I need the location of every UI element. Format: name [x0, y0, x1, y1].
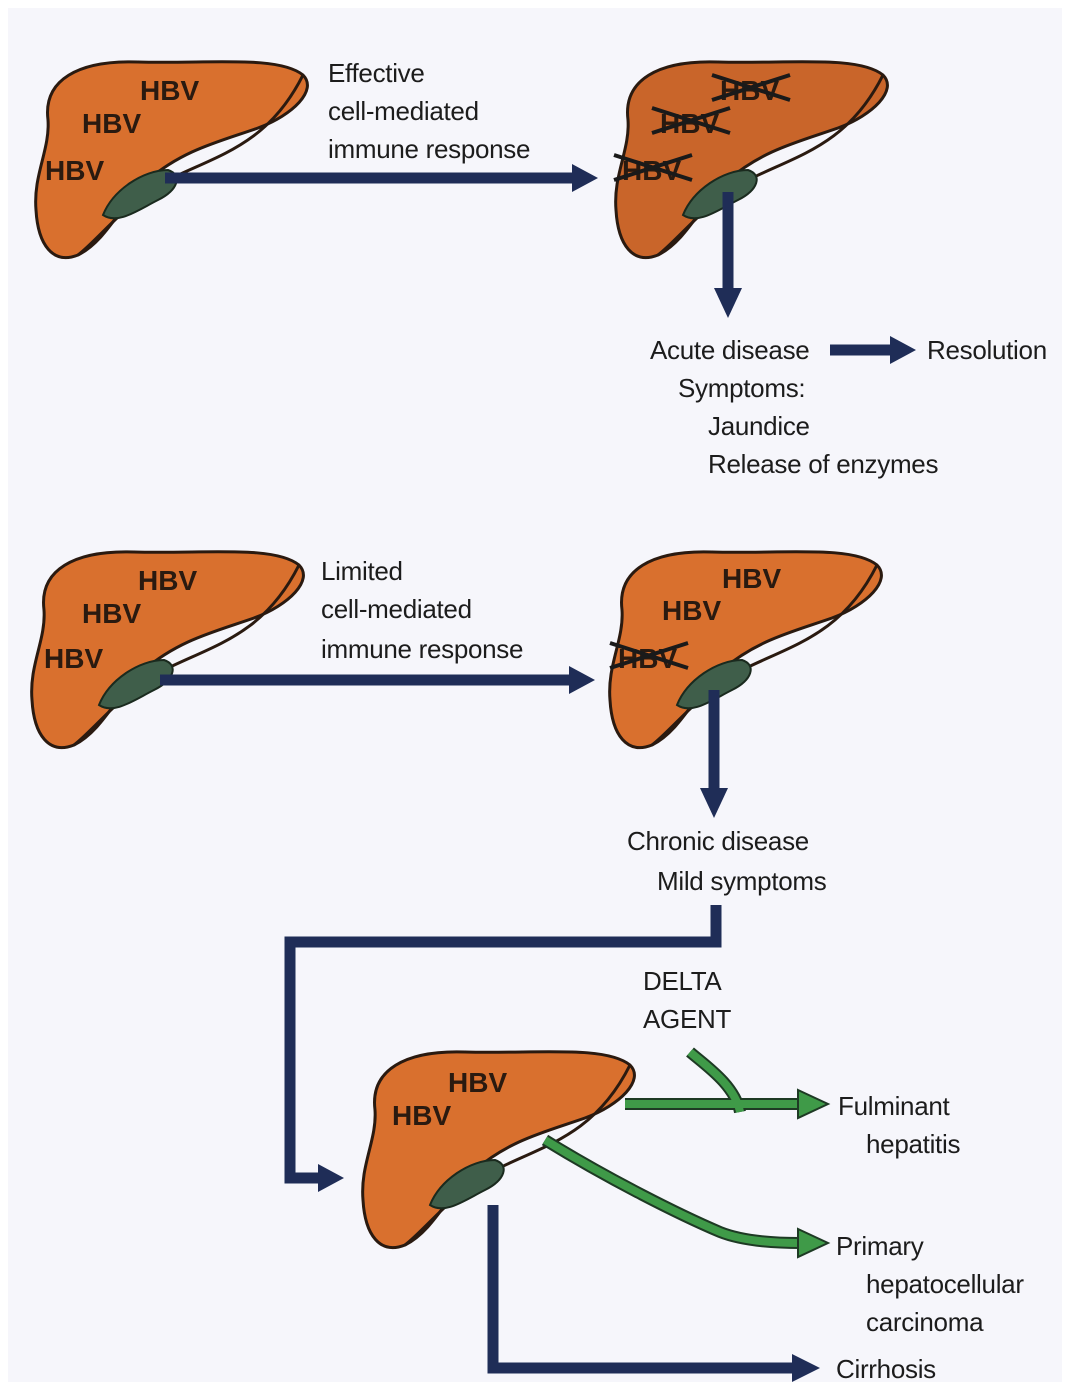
- hbv-label: HBV: [392, 1100, 451, 1131]
- fulminant-line-2: hepatitis: [866, 1125, 960, 1163]
- hbv-label: HBV: [82, 598, 141, 629]
- fulminant-line-1: Fulminant: [838, 1087, 949, 1125]
- arrowhead: [318, 1164, 344, 1192]
- arrowhead: [792, 1354, 820, 1382]
- carcinoma-line-2: hepatocellular: [866, 1265, 1024, 1303]
- arrowhead: [798, 1229, 828, 1257]
- hbv-label: HBV: [140, 75, 199, 106]
- hbv-label: HBV: [662, 595, 721, 626]
- limited-line-3: immune response: [321, 630, 523, 668]
- hbv-label: HBV: [45, 155, 104, 186]
- arrowhead: [714, 288, 742, 318]
- arrowhead: [798, 1090, 828, 1118]
- arrow-to-cirrhosis: [493, 1205, 796, 1368]
- carcinoma-line-1: Primary: [836, 1227, 923, 1265]
- limited-line-2: cell-mediated: [321, 590, 472, 628]
- arrowhead: [569, 666, 595, 694]
- hbv-label: HBV: [138, 565, 197, 596]
- symptom-enzymes: Release of enzymes: [708, 445, 938, 483]
- response-line-3: immune response: [328, 130, 530, 168]
- hbv-label: HBV: [44, 643, 103, 674]
- arrowhead: [572, 164, 598, 192]
- cirrhosis-label: Cirrhosis: [836, 1350, 936, 1388]
- acute-disease-label: Acute disease: [650, 331, 809, 369]
- arrowhead: [700, 788, 728, 818]
- symptoms-label: Symptoms:: [678, 369, 805, 407]
- arrow-to-carcinoma: [545, 1140, 800, 1243]
- delta-agent-line-1: DELTA: [643, 962, 721, 1000]
- response-line-1: Effective: [328, 54, 425, 92]
- chronic-disease-label: Chronic disease: [627, 822, 809, 860]
- resolution-label: Resolution: [927, 331, 1047, 369]
- hbv-label: HBV: [722, 563, 781, 594]
- delta-agent-line-2: AGENT: [643, 1000, 731, 1038]
- response-line-2: cell-mediated: [328, 92, 479, 130]
- hbv-label: HBV: [82, 108, 141, 139]
- carcinoma-line-3: carcinoma: [866, 1303, 983, 1341]
- limited-line-1: Limited: [321, 552, 403, 590]
- arrowhead: [890, 336, 916, 364]
- symptom-jaundice: Jaundice: [708, 407, 810, 445]
- hbv-label: HBV: [448, 1067, 507, 1098]
- mild-symptoms-label: Mild symptoms: [657, 862, 826, 900]
